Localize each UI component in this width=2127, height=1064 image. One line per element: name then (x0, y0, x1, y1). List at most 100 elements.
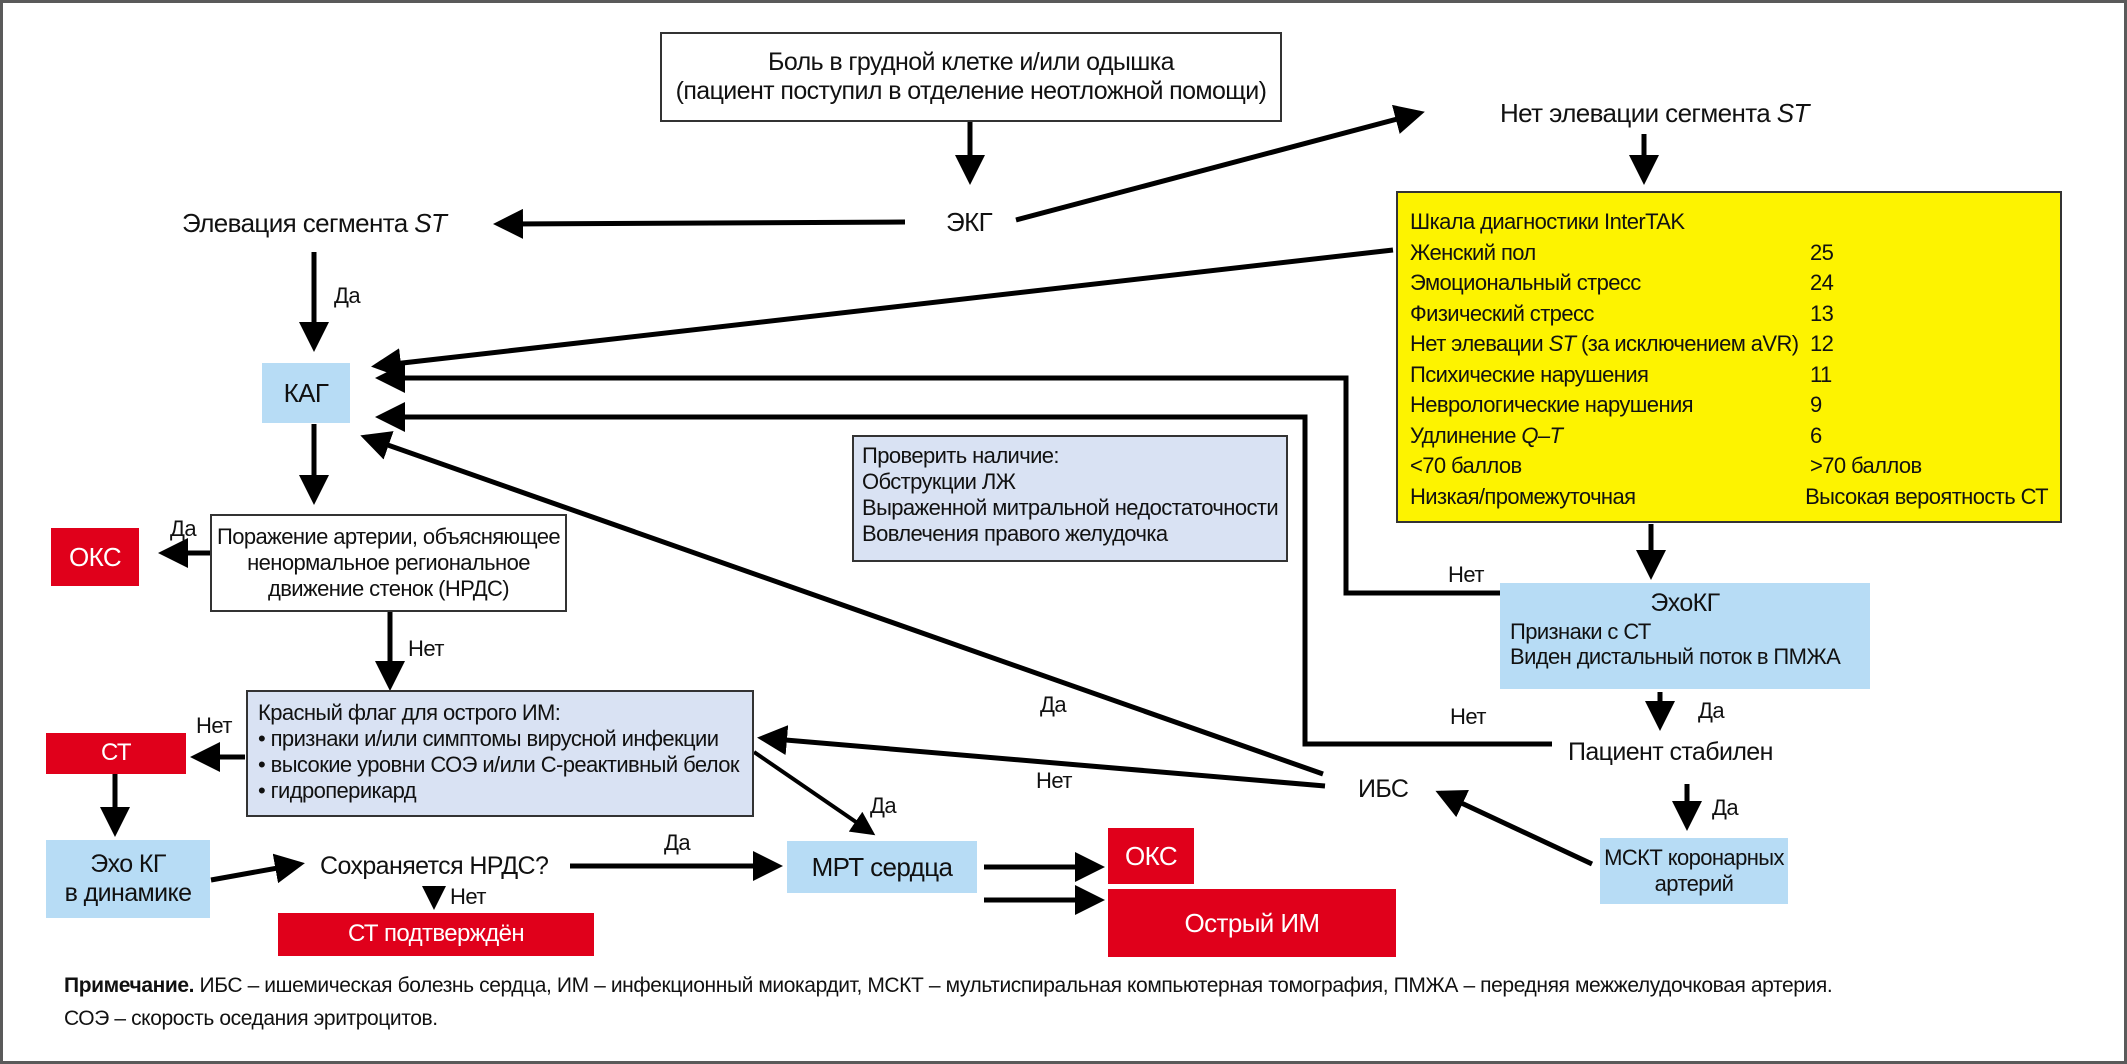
edge-label-nrds-to-mri: Да (664, 830, 691, 855)
intertak-row: <70 баллов>70 баллов (1410, 451, 2048, 482)
oks-box-1: ОКС (51, 528, 139, 586)
artery-lesion-box: Поражение артерии, объясняющее ненормаль… (210, 514, 567, 612)
footnote: Примечание. ИБС – ишемическая болезнь се… (64, 970, 1833, 1035)
arrow-msct-to-ibs (1435, 789, 1594, 867)
arrow-ecg-to-st-elevation (493, 208, 906, 239)
echokg-line-2: Виден дистальный поток в ПМЖА (1510, 644, 1841, 670)
check-presence-box: Проверить наличие: Обструкции ЛЖ Выражен… (852, 435, 1288, 562)
ibs-label: ИБС (1358, 775, 1409, 803)
edge-label-stable-to-msct: Да (1712, 795, 1739, 820)
msct-line-2: артерий (1654, 871, 1734, 896)
footnote-label: Примечание. (64, 974, 195, 997)
arrow-echo-dynamic-to-nrds (210, 853, 305, 884)
oks-box-2: ОКС (1108, 828, 1194, 884)
edge-label-ibs-to-cag: Да (1040, 692, 1067, 717)
echokg-title: ЭхоКГ (1650, 589, 1720, 617)
ecg-label: ЭКГ (946, 207, 993, 237)
edge-label-lesion-to-redflag: Нет (408, 636, 444, 661)
footnote-line-1: Примечание. ИБС – ишемическая болезнь се… (64, 970, 1833, 1003)
mri-label: МРТ сердца (811, 851, 953, 882)
arrow-ecg-to-no-st (1015, 104, 1425, 223)
check-item: Вовлечения правого желудочка (862, 520, 1168, 546)
artery-lesion-line-3: движение стенок (НРДС) (267, 575, 510, 601)
acute-mi-box: Острый ИМ (1108, 889, 1396, 957)
arrow-echokg-to-cag (375, 363, 1506, 596)
edge-label-st-to-cag: Да (334, 283, 361, 308)
start-line-2: (пациент поступил в отделение неотложной… (675, 77, 1267, 105)
artery-lesion-line-2: ненормальное региональное (247, 550, 530, 576)
arrow-intertak-to-cag (371, 247, 1394, 379)
intertak-value: 6 (1810, 422, 1822, 448)
nrds-persists-node: Сохраняется НРДС? (320, 852, 549, 882)
echo-dynamic-line-1: Эхо КГ (90, 849, 166, 878)
footnote-line-2: СОЭ – скорость оседания эритроцитов. (64, 1006, 438, 1030)
echo-dynamic-line-2: в динамике (64, 879, 192, 907)
intertak-title: Шкала диагностики InterTAK (1410, 209, 1685, 234)
edge-label-echokg-to-cag: Нет (1448, 562, 1484, 587)
mri-box: МРТ сердца (787, 841, 977, 893)
arrow-redflag-to-mri (752, 750, 876, 836)
no-st-elevation-italic: ST (1776, 98, 1810, 128)
check-item: Обструкции ЛЖ (862, 468, 1016, 494)
ecg-node: ЭКГ (946, 207, 993, 238)
cag-box: КАГ (262, 363, 350, 423)
red-flag-item: • признаки и/или симптомы вирусной инфек… (258, 725, 719, 751)
check-item: Выраженной митральной недостаточности (862, 494, 1279, 520)
check-title: Проверить наличие: (862, 443, 1060, 468)
edge-label-echokg-to-stable: Да (1698, 698, 1725, 723)
echo-dynamic-box: Эхо КГ в динамике (46, 840, 210, 918)
arrow-stable-to-cag (375, 402, 1552, 747)
intertak-value: Высокая вероятность СТ (1805, 483, 2049, 509)
red-flag-item: • гидроперикард (258, 777, 417, 803)
intertak-value: 25 (1810, 239, 1834, 265)
intertak-value: 9 (1810, 392, 1822, 417)
st-elevation-text: Элевация сегмента (182, 208, 415, 238)
oks-1-label: ОКС (68, 541, 122, 572)
no-st-elevation-node: Нет элевации сегмента ST (1500, 98, 1809, 129)
oks-2-label: ОКС (1124, 840, 1178, 871)
intertak-value: 11 (1810, 361, 1832, 387)
intertak-value: 24 (1810, 270, 1834, 295)
footnote-text-1: ИБС – ишемическая болезнь сердца, ИМ – и… (194, 974, 1833, 997)
msct-line-1: МСКТ коронарных (1604, 845, 1784, 871)
patient-stable-label: Пациент стабилен (1568, 738, 1773, 766)
red-flag-box: Красный флаг для острого ИМ: • признаки … (246, 690, 754, 817)
intertak-value: 13 (1810, 300, 1834, 326)
intertak-row: Нет элевации ST (за исключением aVR)12 (1410, 329, 2048, 360)
start-box: Боль в грудной клетке и/или одышка (паци… (660, 32, 1282, 122)
patient-stable-node: Пациент стабилен (1568, 738, 1773, 768)
no-st-elevation-text: Нет элевации сегмента (1500, 98, 1777, 128)
msct-box: МСКТ коронарных артерий (1600, 838, 1788, 904)
st-confirmed-label: СТ подтверждён (347, 920, 525, 948)
edge-label-lesion-to-oks: Да (170, 516, 197, 541)
echokg-box: ЭхоКГ Признаки с СТ Виден дистальный пот… (1500, 583, 1870, 689)
edge-label-ibs-to-redflag: Нет (1036, 768, 1072, 793)
edge-label-nrds-to-confirmed: Нет (450, 884, 486, 909)
st-box-label: СТ (101, 739, 132, 767)
st-box: СТ (46, 733, 186, 774)
intertak-value: 12 (1810, 331, 1834, 356)
edge-label-redflag-to-mri: Да (870, 793, 897, 818)
intertak-value: >70 баллов (1810, 453, 1922, 478)
red-flag-item: • высокие уровни СОЭ и/или С-реактивный … (258, 751, 740, 777)
arrow-ibs-to-redflag (757, 725, 1326, 789)
echokg-line-1: Признаки с СТ (1510, 618, 1651, 644)
st-elevation-italic: ST (414, 208, 447, 238)
cag-label: КАГ (283, 377, 329, 408)
ibs-node: ИБС (1358, 775, 1409, 805)
edge-label-redflag-to-st: Нет (196, 713, 232, 738)
st-confirmed-box: СТ подтверждён (278, 913, 594, 956)
st-elevation-node: Элевация сегмента ST (182, 208, 447, 239)
nrds-persists-label: Сохраняется НРДС? (320, 852, 549, 880)
red-flag-title: Красный флаг для острого ИМ: (258, 700, 561, 725)
start-line-1: Боль в грудной клетке и/или одышка (768, 47, 1175, 76)
